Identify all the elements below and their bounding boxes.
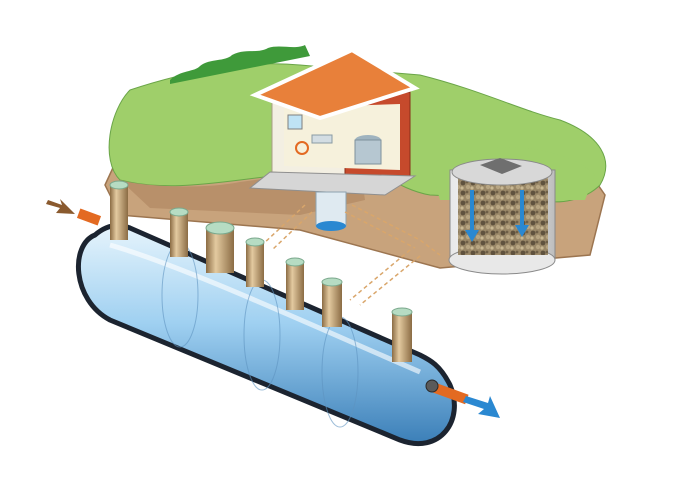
riser-1 xyxy=(109,180,129,240)
dashed-pipes xyxy=(261,204,441,306)
inlet-flow-arrow-icon xyxy=(46,199,75,214)
pipe-to-filter-b xyxy=(344,211,416,249)
hedge xyxy=(170,45,310,84)
filter-lid xyxy=(480,158,522,174)
filter-bed xyxy=(430,147,595,275)
riser-6 xyxy=(321,277,343,327)
outlet-pipe xyxy=(429,381,469,405)
riser-3 xyxy=(205,221,235,273)
riser-5 xyxy=(285,257,305,310)
riser-2 xyxy=(169,207,189,257)
pipe-to-outlet-b xyxy=(359,255,421,306)
outlet-flange xyxy=(425,379,439,393)
roof-ridge xyxy=(351,48,416,90)
riser-7 xyxy=(391,307,413,362)
water-heater-body xyxy=(354,139,382,165)
sump-shaft xyxy=(315,191,347,227)
house xyxy=(248,47,420,196)
downflow-arrow-icon xyxy=(465,190,529,242)
riser-4 xyxy=(245,237,265,287)
storage-tank xyxy=(75,180,457,447)
pipe-to-tank-a xyxy=(261,204,306,246)
pipe-to-outlet-a xyxy=(349,249,411,301)
house-window xyxy=(287,114,303,130)
tank-highlight xyxy=(109,242,421,375)
house-floor xyxy=(248,171,417,196)
sump-well xyxy=(315,191,347,231)
inlet-pipe xyxy=(76,208,102,226)
pipe-to-filter-a xyxy=(351,204,441,256)
outlet-flow-arrow-icon xyxy=(463,396,500,418)
outlet-assembly xyxy=(425,379,500,418)
inlet-assembly xyxy=(46,199,102,226)
house-room-interior xyxy=(284,104,400,170)
pipe-to-tank-b xyxy=(271,211,313,251)
sump-bottom xyxy=(316,221,346,231)
sink xyxy=(311,134,333,144)
drain-coil xyxy=(295,141,309,155)
